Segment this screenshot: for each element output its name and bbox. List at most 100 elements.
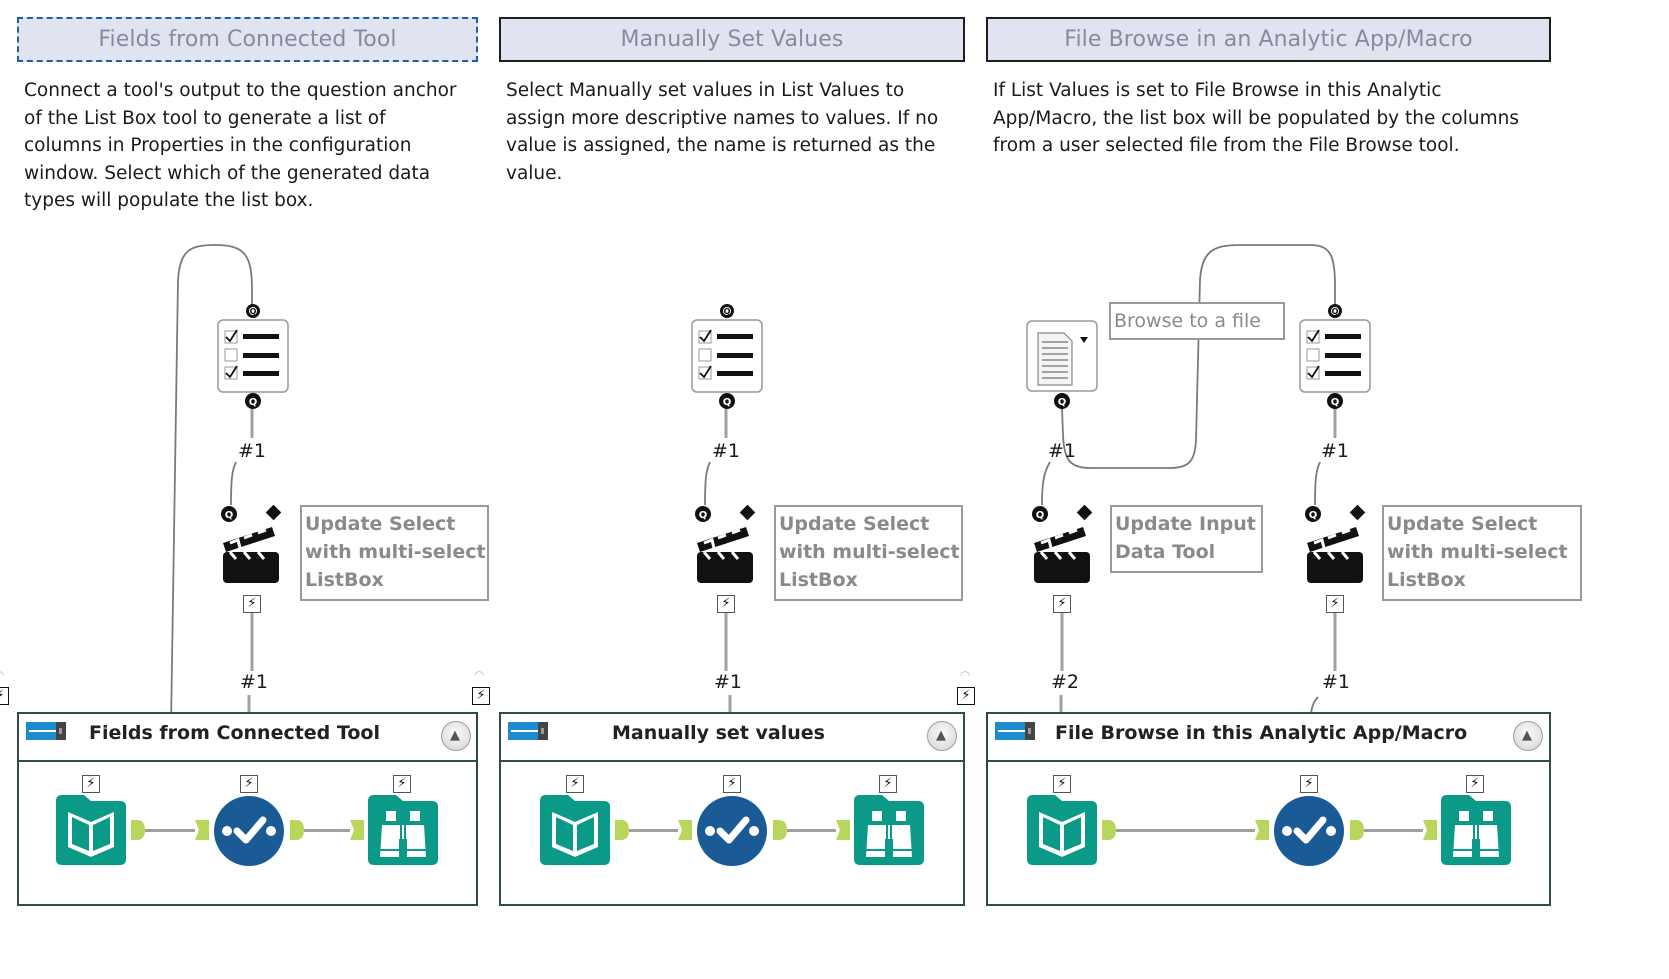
comment-update-input[interactable]: Update Input Data Tool [1110, 505, 1263, 573]
input-anchor-icon[interactable] [1423, 820, 1437, 840]
input-anchor-icon[interactable] [195, 820, 209, 840]
bolt-anchor-icon[interactable]: ⚡ [879, 775, 897, 793]
bolt-anchor-icon[interactable]: ⚡ [566, 775, 584, 793]
output-anchor-icon[interactable] [1350, 820, 1364, 840]
clapperboard-action-icon: Q [1305, 504, 1366, 583]
list-box-tool-3[interactable]: Q Q [1299, 303, 1371, 415]
comment-line: ListBox [779, 569, 858, 591]
desc-line: value. [506, 162, 563, 184]
select-tool[interactable] [696, 795, 768, 871]
container-bolt-anchor-icon[interactable]: ⚡ [957, 687, 975, 705]
bolt-anchor-icon[interactable]: ⚡ [1053, 595, 1071, 613]
section-header-manually-set-values[interactable]: Manually Set Values [499, 17, 965, 62]
binoculars-browse-icon [854, 795, 924, 865]
container-bolt-anchor-icon[interactable]: ⚡ [0, 687, 9, 705]
comment-line: Data Tool [1115, 541, 1216, 563]
desc-line: from a user selected file from the File … [993, 135, 1460, 156]
bolt-anchor-icon[interactable]: ⚡ [723, 775, 741, 793]
container-bolt-anchor-icon[interactable]: ⚡ [472, 687, 490, 705]
connection-label: #1 [238, 671, 271, 693]
collapse-button[interactable]: ▲ [927, 721, 957, 751]
connection-line[interactable] [1116, 829, 1255, 832]
connection-label: #1 [236, 440, 269, 462]
bolt-anchor-icon[interactable]: ⚡ [1466, 775, 1484, 793]
bolt-anchor-icon[interactable]: ⚡ [240, 775, 258, 793]
output-anchor-icon[interactable] [773, 820, 787, 840]
action-tool-1[interactable]: Q [220, 504, 288, 589]
output-anchor-icon[interactable] [290, 820, 304, 840]
section-description-2: Select Manually set values in List Value… [506, 77, 976, 187]
section-header-fields-from-connected-tool[interactable]: Fields from Connected Tool [17, 17, 478, 62]
bolt-anchor-icon[interactable]: ⚡ [82, 775, 100, 793]
input-anchor-icon[interactable] [836, 820, 850, 840]
select-tool[interactable] [213, 795, 285, 871]
output-anchor-icon[interactable] [131, 820, 145, 840]
svg-text:Q: Q [250, 307, 257, 316]
connection-line[interactable] [629, 829, 678, 832]
bolt-anchor-icon[interactable]: ⚡ [1300, 775, 1318, 793]
collapse-button[interactable]: ▲ [1513, 721, 1543, 751]
bolt-anchor-icon[interactable]: ⚡ [717, 595, 735, 613]
comment-update-select-1[interactable]: Update Select with multi-select ListBox [300, 505, 489, 601]
section-description-3: If List Values is set to File Browse in … [993, 77, 1553, 160]
bolt-anchor-icon[interactable]: ⚡ [243, 595, 261, 613]
container-toggle-icon[interactable] [995, 722, 1035, 740]
input-anchor-icon[interactable] [350, 820, 364, 840]
binoculars-browse-icon [368, 795, 438, 865]
desc-line: Select Manually set values in List Value… [506, 80, 905, 101]
comment-browse-to-file[interactable]: Browse to a file [1109, 302, 1285, 340]
connection-line[interactable] [1364, 829, 1423, 832]
input-data-tool[interactable] [1027, 795, 1097, 869]
output-anchor-icon[interactable] [1102, 820, 1116, 840]
container-toggle-icon[interactable] [26, 722, 66, 740]
connection-line[interactable] [145, 829, 195, 832]
connection-line[interactable] [787, 829, 836, 832]
list-box-tool-2[interactable]: Q Q [691, 303, 763, 415]
comment-line: Update Select [1387, 513, 1538, 535]
container-title: Manually set values [612, 722, 825, 744]
browse-tool[interactable] [1441, 795, 1511, 869]
svg-text:Q: Q [1036, 510, 1045, 521]
input-anchor-icon[interactable] [678, 820, 692, 840]
wire-label-to-action-3 [1314, 461, 1321, 506]
container-toggle-icon[interactable] [508, 722, 548, 740]
browse-tool[interactable] [854, 795, 924, 869]
list-box-icon: Q Q [217, 304, 289, 409]
tool-container-2[interactable]: Manually set values ▲ [499, 712, 965, 906]
input-anchor-icon[interactable] [1255, 820, 1269, 840]
wire-label-to-action-1 [230, 461, 237, 506]
comment-line: ListBox [305, 569, 384, 591]
svg-text:Q: Q [1331, 397, 1340, 408]
book-input-icon [56, 795, 126, 865]
action-tool-3[interactable]: Q [1304, 504, 1372, 589]
connection-line[interactable] [304, 829, 350, 832]
comment-line: with multi-select [305, 541, 486, 563]
browse-tool[interactable] [368, 795, 438, 869]
clapperboard-action-icon: Q [221, 504, 282, 583]
file-browse-tool[interactable]: Q [1026, 320, 1098, 416]
bolt-anchor-icon[interactable]: ⚡ [1326, 595, 1344, 613]
section-description-1: Connect a tool's output to the question … [24, 77, 484, 215]
bolt-anchor-icon[interactable]: ⚡ [1053, 775, 1071, 793]
list-box-icon: Q Q [1299, 304, 1371, 409]
input-data-tool[interactable] [540, 795, 610, 869]
comment-line: Update Input [1115, 513, 1256, 535]
action-tool-2[interactable]: Q [694, 504, 762, 589]
container-header: Manually set values ▲ [501, 714, 963, 762]
desc-line: of the List Box tool to generate a list … [24, 107, 386, 129]
collapse-button[interactable]: ▲ [441, 721, 471, 751]
comment-update-select-2[interactable]: Update Select with multi-select ListBox [774, 505, 963, 601]
select-tool[interactable] [1273, 795, 1345, 871]
container-header: Fields from Connected Tool ▲ [19, 714, 476, 762]
comment-update-select-3[interactable]: Update Select with multi-select ListBox [1382, 505, 1582, 601]
action-tool-input[interactable]: Q [1031, 504, 1099, 589]
select-check-icon [1274, 796, 1344, 866]
desc-line: App/Macro, the list box will be populate… [993, 107, 1519, 129]
input-data-tool[interactable] [56, 795, 126, 869]
bolt-anchor-icon[interactable]: ⚡ [393, 775, 411, 793]
wire-filebrowse-to-listbox-3 [1061, 244, 1336, 469]
comment-line: Update Select [305, 513, 456, 535]
list-box-tool-1[interactable]: Q Q [217, 303, 289, 415]
output-anchor-icon[interactable] [615, 820, 629, 840]
section-header-file-browse[interactable]: File Browse in an Analytic App/Macro [986, 17, 1551, 62]
